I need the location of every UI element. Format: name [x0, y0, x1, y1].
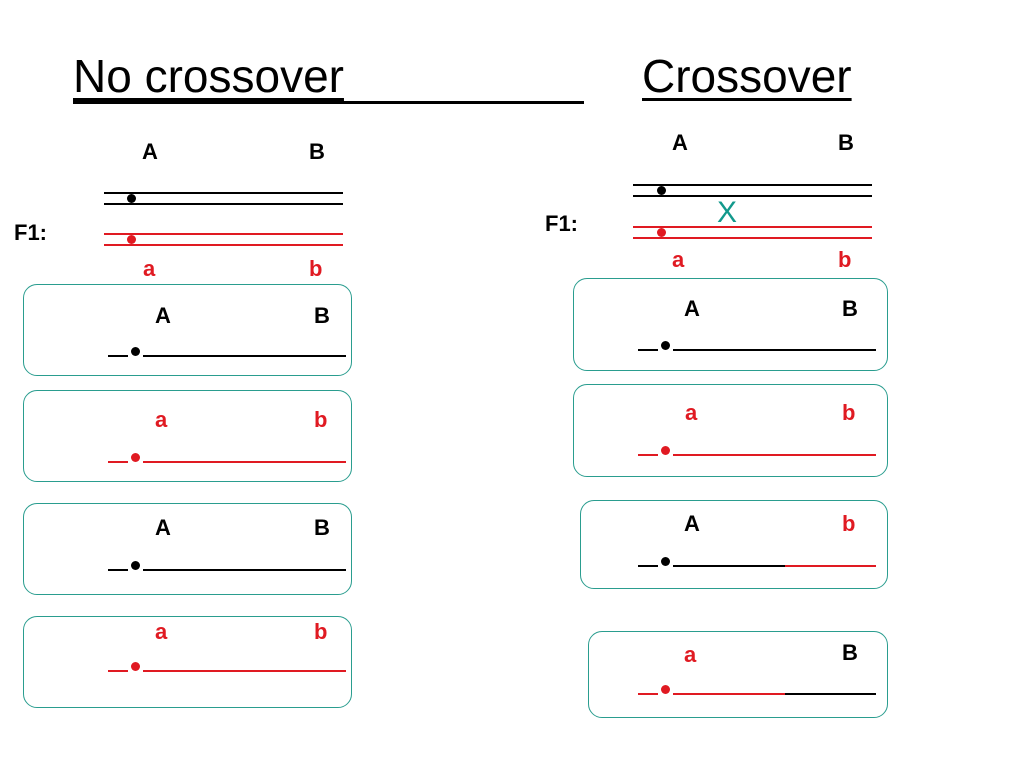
gamete-gene-2: B — [314, 303, 330, 328]
left-bottom-gene-a: a — [143, 256, 156, 281]
centromere-dot — [131, 662, 140, 671]
left-gamete-2: a b — [23, 390, 352, 482]
centromere-dot — [661, 446, 670, 455]
gamete-gene-1: A — [684, 511, 700, 536]
gamete-gene-1: A — [684, 296, 700, 321]
centromere-dot — [657, 186, 666, 195]
gamete-gene-1: a — [155, 407, 168, 432]
centromere-dot — [661, 685, 670, 694]
title-no-crossover: No crossover — [73, 50, 344, 102]
centromere-dot — [127, 235, 136, 244]
right-gamete-4-recombinant: a B — [588, 631, 888, 718]
crossover-x-mark: X — [717, 196, 738, 229]
gamete-gene-1: A — [155, 303, 171, 328]
right-gamete-2: a b — [573, 384, 888, 477]
left-top-gene-A: A — [142, 139, 158, 164]
gamete-gene-1: a — [684, 642, 697, 667]
left-gamete-4: a b — [23, 616, 352, 708]
gamete-gene-2: B — [314, 515, 330, 540]
centromere-dot — [131, 561, 140, 570]
title-no-crossover-underline — [73, 101, 584, 104]
right-gamete-1: A B — [573, 278, 888, 371]
gamete-gene-2: b — [314, 407, 328, 432]
left-gamete-1: A B — [23, 284, 352, 376]
gamete-gene-2: b — [314, 619, 328, 644]
left-gamete-3: A B — [23, 503, 352, 595]
gamete-gene-1: A — [155, 515, 171, 540]
centromere-dot — [661, 557, 670, 566]
centromere-dot — [131, 347, 140, 356]
gamete-gene-1: a — [685, 400, 698, 425]
gamete-gene-1: a — [155, 619, 168, 644]
left-top-gene-B: B — [309, 139, 325, 164]
centromere-dot — [131, 453, 140, 462]
gamete-gene-2: B — [842, 640, 858, 665]
right-gamete-3-recombinant: A b — [580, 500, 888, 589]
gamete-gene-2: b — [842, 511, 856, 536]
gamete-gene-2: b — [842, 400, 856, 425]
left-f1-label: F1: — [14, 220, 47, 245]
right-top-gene-B: B — [838, 130, 854, 155]
centromere-dot — [657, 228, 666, 237]
title-crossover: Crossover — [642, 50, 852, 102]
right-bottom-gene-b: b — [838, 247, 852, 272]
left-bottom-gene-b: b — [309, 256, 323, 281]
centromere-dot — [127, 194, 136, 203]
centromere-dot — [661, 341, 670, 350]
right-bottom-gene-a: a — [672, 247, 685, 272]
gamete-gene-2: B — [842, 296, 858, 321]
right-f1-label: F1: — [545, 211, 578, 236]
right-top-gene-A: A — [672, 130, 688, 155]
